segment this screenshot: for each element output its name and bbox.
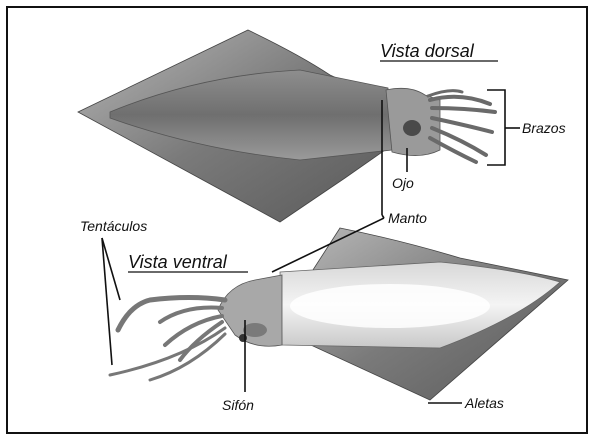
label-ojo: Ojo [392, 175, 414, 191]
label-brazos: Brazos [522, 120, 566, 136]
label-vista-dorsal: Vista dorsal [380, 41, 475, 61]
label-aletas: Aletas [464, 395, 504, 411]
label-manto: Manto [388, 210, 427, 226]
ventral-siphon [243, 323, 267, 337]
ventral-arms [110, 298, 225, 381]
label-tentaculos: Tentáculos [80, 218, 147, 234]
label-sifon: Sifón [222, 397, 254, 413]
label-vista-ventral: Vista ventral [128, 252, 228, 272]
dorsal-eye [403, 120, 421, 136]
